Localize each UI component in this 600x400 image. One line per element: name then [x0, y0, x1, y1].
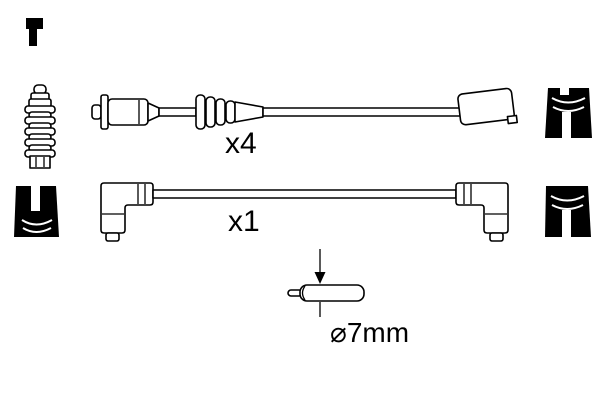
rubber-boot-bottom-right-icon — [545, 186, 591, 237]
label-top-quantity: x4 — [225, 127, 257, 160]
label-bottom-quantity: x1 — [228, 205, 260, 238]
label-diameter: ⌀7mm — [330, 317, 409, 348]
rubber-boot-bottom-left-icon — [14, 186, 59, 237]
sleeve-7mm-icon — [287, 249, 365, 317]
corner-mark-icon — [26, 18, 43, 46]
rubber-boot-top-right-icon — [545, 87, 592, 139]
cable-straight-icon — [91, 87, 519, 130]
ribbed-connector-icon — [24, 84, 56, 169]
cable-angled-icon — [100, 182, 509, 242]
